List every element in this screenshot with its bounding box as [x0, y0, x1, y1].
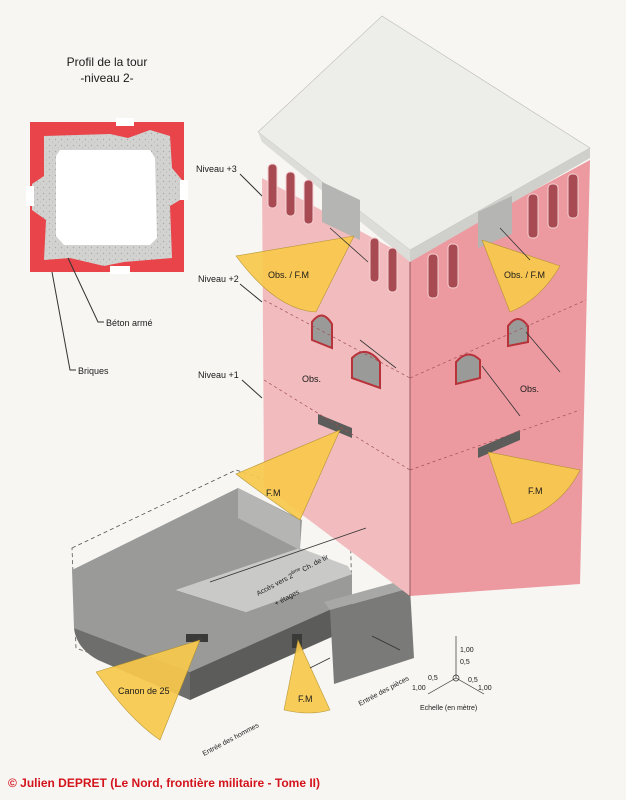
label-obs-left: Obs. [302, 374, 321, 384]
label-men-entry: Entrée des hommes [202, 722, 261, 758]
fire-zone-obs-fm-left [235, 235, 355, 313]
bunker-court [176, 548, 352, 612]
scale-indicator [427, 636, 485, 695]
scale-v1: 1,00 [460, 647, 474, 654]
label-cannon: Canon de 25 [118, 686, 170, 696]
label-bricks: Briques [78, 366, 109, 376]
label-fm-right: F.M [528, 486, 543, 496]
scale-v05: 0,5 [460, 659, 470, 666]
bunker-footprint-dashed [71, 469, 353, 691]
plan-inner-void [56, 150, 157, 245]
level-1-label: Niveau +1 [198, 370, 239, 380]
plan-loophole-right [180, 180, 188, 200]
fire-zone-obs-fm-right [481, 239, 561, 313]
obs-window-right-l3 [478, 196, 512, 248]
level-2-label: Niveau +2 [198, 274, 239, 284]
entry-embrasure [292, 634, 302, 648]
label-obs-fm-left: Obs. / F.M [268, 270, 309, 280]
window-right-l1 [455, 353, 481, 386]
obs-window-left-l3 [322, 182, 360, 240]
window-left-l1 [351, 351, 381, 390]
arches-right [427, 173, 579, 299]
plan-loophole-left [26, 186, 34, 206]
label-fm-bunker: F.M [266, 488, 281, 498]
scale-l05: 0,5 [428, 675, 438, 682]
arches-left [267, 163, 398, 293]
bunker-front-side [190, 600, 352, 700]
plan-title-line1: Profil de la tour [67, 55, 148, 69]
bunker-embrasure [186, 634, 208, 642]
bunker-annex-top [324, 580, 410, 610]
tower-plan [26, 118, 188, 274]
direction-arrows [209, 227, 561, 669]
window-right-l2 [507, 318, 529, 348]
fm-embrasure-left [318, 414, 352, 438]
bunker-inner-wall [238, 488, 300, 550]
plan-loophole-bottom [110, 266, 130, 274]
fm-embrasure-right [478, 430, 520, 458]
copyright-notice: © Julien DEPRET (Le Nord, frontière mili… [8, 776, 320, 790]
tower-dashed-lines [263, 299, 587, 471]
firing-zones [95, 235, 581, 741]
plan-title-line2: -niveau 2- [80, 71, 133, 85]
scale-l1: 1,00 [412, 685, 426, 692]
label-obs-right: Obs. [520, 384, 539, 394]
label-obs-fm-right: Obs. / F.M [504, 270, 545, 280]
scale-r1: 1,00 [478, 685, 492, 692]
label-piece-entry: Entrée des pièces [358, 675, 411, 708]
label-fm-entry: F.M [298, 694, 313, 704]
plan-loophole-top [116, 118, 134, 126]
plan-leaders [51, 257, 104, 371]
scale-caption: Echelle (en mètre) [420, 705, 477, 712]
label-concrete: Béton armé [106, 318, 153, 328]
scale-r05: 0,5 [468, 677, 478, 684]
level-3-label: Niveau +3 [196, 164, 237, 174]
fire-zone-fm-entry [283, 639, 331, 714]
fire-zone-fm-right [487, 451, 581, 525]
window-left-l2 [311, 314, 333, 350]
fire-zone-fm-bunker [235, 429, 341, 521]
fire-zone-cannon [95, 639, 201, 741]
